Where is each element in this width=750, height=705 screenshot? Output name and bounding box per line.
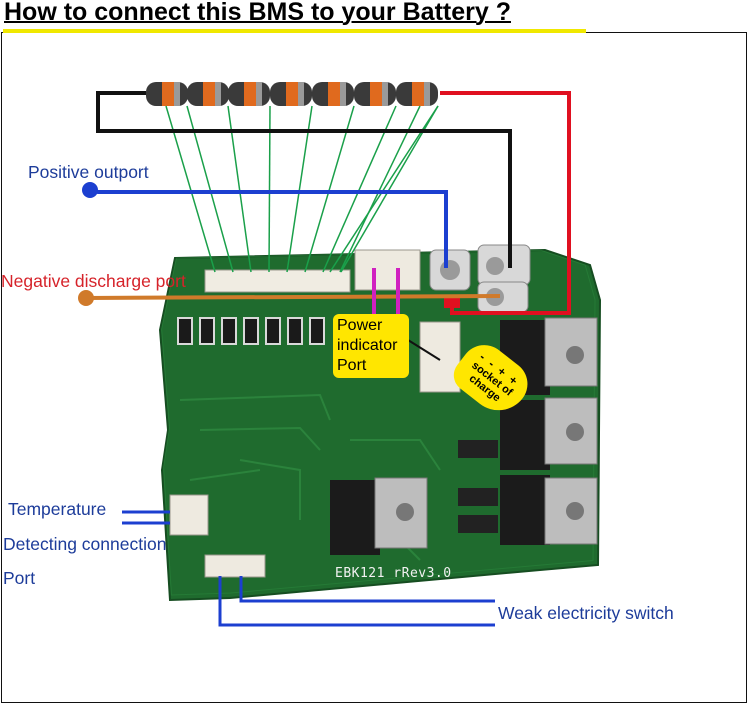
- resistor: [177, 317, 193, 345]
- battery-negative-wire: [96, 91, 512, 268]
- weak-electricity-switch-label: Weak electricity switch: [498, 603, 674, 623]
- power-indicator-pointer: [407, 339, 441, 361]
- solder-pads: [429, 244, 531, 313]
- resistor: [309, 317, 325, 345]
- sense-wire: [286, 105, 313, 273]
- power-indicator-connector: [354, 249, 421, 291]
- temperature-label-line1: Temperature: [8, 499, 107, 519]
- weak-switch-leader-lines: [218, 576, 495, 627]
- negative-discharge-wire: [85, 294, 501, 300]
- battery-cell: [270, 82, 312, 106]
- sense-wire: [329, 105, 439, 273]
- power-indicator-label-line2: indicator: [337, 337, 398, 354]
- sense-wire: [339, 105, 421, 273]
- negative-discharge-dot: [78, 290, 94, 306]
- sense-wire: [340, 105, 439, 273]
- board-model-label: EBK121 rRev3.0: [335, 566, 452, 581]
- negative-discharge-port-label: Negative discharge port: [1, 271, 186, 291]
- power-indicator-label-line3: Port: [337, 357, 367, 374]
- power-indicator-markers: [372, 268, 400, 318]
- temperature-label-line2: Detecting connection: [3, 534, 167, 554]
- sense-wire: [268, 105, 271, 273]
- battery-cell: [396, 82, 438, 106]
- positive-outport-dot: [82, 182, 98, 198]
- resistor: [287, 317, 303, 345]
- switch-connector: [204, 554, 266, 578]
- power-indicator-callout: Power indicator Port: [333, 314, 409, 378]
- sense-wire: [186, 105, 234, 273]
- resistor: [265, 317, 281, 345]
- battery-cell-string: [146, 82, 438, 106]
- sense-wire: [304, 105, 355, 273]
- temperature-label-line3: Port: [3, 568, 36, 588]
- resistor-row: [177, 317, 325, 345]
- temperature-connector: [169, 494, 209, 536]
- temperature-leader-lines: [122, 510, 170, 525]
- positive-outport-label: Positive outport: [28, 162, 149, 182]
- battery-positive-wire: [440, 91, 571, 315]
- title-underline-bar: [3, 29, 586, 33]
- resistor: [243, 317, 259, 345]
- sense-wire: [165, 105, 216, 273]
- battery-cell: [187, 82, 229, 106]
- balance-sense-wires: [165, 105, 439, 273]
- balance-connector: [204, 269, 351, 293]
- battery-cell: [146, 82, 188, 106]
- resistor: [199, 317, 215, 345]
- battery-cell: [312, 82, 354, 106]
- positive-wire-terminal: [444, 298, 460, 308]
- resistor: [221, 317, 237, 345]
- sense-wire: [322, 105, 397, 273]
- diagram-title: How to connect this BMS to your Battery …: [4, 0, 511, 26]
- battery-cell: [354, 82, 396, 106]
- power-indicator-label-line1: Power: [337, 317, 383, 334]
- mosfet-group: [330, 317, 598, 555]
- battery-cell: [228, 82, 270, 106]
- sense-wire: [227, 105, 252, 273]
